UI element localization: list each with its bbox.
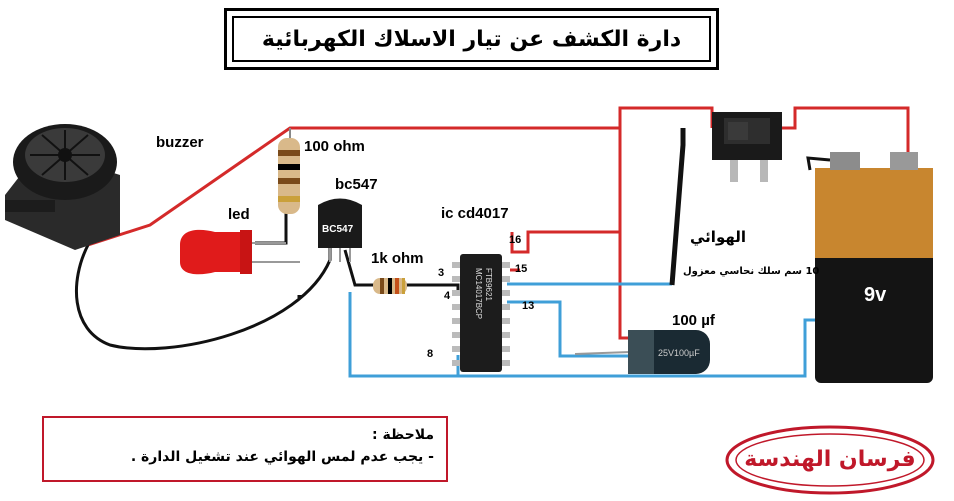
label-led: led — [228, 206, 250, 223]
ic-cd4017: MC14017BCP FTB9621 — [452, 254, 510, 372]
resistor-100-ohm — [278, 128, 300, 214]
pin-3: 3 — [438, 267, 445, 279]
label-antenna: الهوائي — [690, 228, 747, 246]
label-capacitor: 100 µf — [672, 312, 715, 329]
stamp-text: فرسان الهندسة — [744, 447, 916, 472]
resistor-1k-ohm — [373, 278, 407, 294]
capacitor-100uf: 25V100µF — [574, 330, 710, 374]
note-text: - يجب عدم لمس الهوائي عند تشغيل الدارة . — [130, 449, 434, 465]
page-title: دارة الكشف عن تيار الاسلاك الكهربائية — [232, 16, 711, 62]
pin-15: 15 — [515, 263, 528, 275]
label-resistor-100: 100 ohm — [304, 138, 365, 155]
note-heading: ملاحظة : — [372, 427, 434, 443]
label-transistor: bc547 — [335, 176, 378, 193]
transistor-marking: BC547 — [322, 224, 354, 235]
pin-8: 8 — [427, 348, 434, 360]
note-box: ملاحظة : - يجب عدم لمس الهوائي عند تشغيل… — [42, 416, 448, 482]
pin-4: 4 — [444, 290, 451, 302]
capacitor-marking: 25V100µF — [658, 348, 700, 358]
ic-marking-1: MC14017BCP — [474, 268, 483, 319]
blue-wires — [348, 282, 815, 378]
pin-16: 16 — [509, 234, 522, 246]
transistor-bc547: BC547 — [318, 198, 362, 262]
title-frame: دارة الكشف عن تيار الاسلاك الكهربائية — [224, 8, 719, 70]
buzzer — [5, 124, 120, 250]
label-antenna-desc: 10 سم سلك نحاسي معزول — [683, 266, 820, 277]
label-ic: ic cd4017 — [441, 205, 509, 222]
battery-9v — [815, 152, 933, 383]
label-resistor-1k: 1k ohm — [371, 250, 424, 267]
led — [180, 229, 300, 275]
ic-marking-2: FTB9621 — [484, 268, 493, 301]
stamp-seal — [725, 425, 935, 495]
rocker-switch — [712, 112, 782, 182]
label-buzzer: buzzer — [156, 134, 204, 151]
label-battery: 9v — [864, 284, 887, 306]
pin-13: 13 — [522, 300, 535, 312]
